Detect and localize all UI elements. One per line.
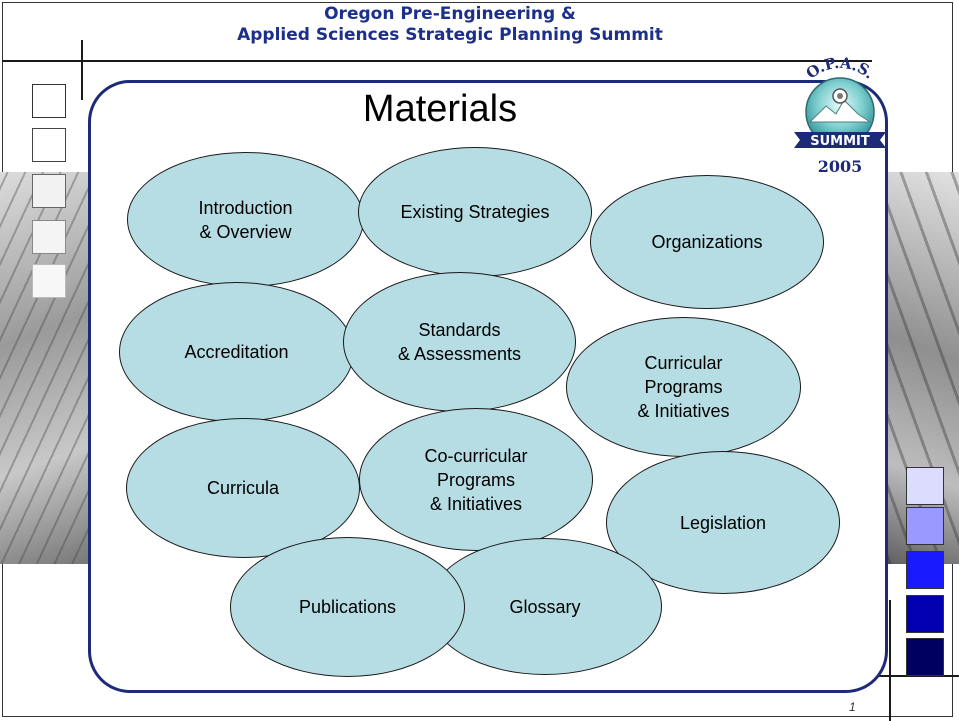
header-line-2: Applied Sciences Strategic Planning Summ… <box>237 25 663 45</box>
topic-co-curricular-programs[interactable]: Co-curricular Programs & Initiatives <box>359 408 593 551</box>
topic-existing-strategies[interactable]: Existing Strategies <box>358 147 592 277</box>
opas-summit-logo: O.P.A.S. SUMMIT 2005 <box>794 54 886 176</box>
color-swatch-2 <box>906 507 944 545</box>
logo-banner-text: SUMMIT <box>810 134 870 149</box>
logo-year: 2005 <box>818 157 863 176</box>
slide-title: Materials <box>362 88 518 130</box>
summit-header: Oregon Pre-Engineering & Applied Science… <box>170 4 730 46</box>
right-vertical-rule <box>889 600 891 721</box>
topic-introduction-overview[interactable]: Introduction & Overview <box>127 152 364 287</box>
topic-curricula[interactable]: Curricula <box>126 418 360 558</box>
topic-standards-assessments[interactable]: Standards & Assessments <box>343 272 576 412</box>
topic-glossary[interactable]: Glossary <box>428 538 662 675</box>
background-photo-right <box>878 172 959 564</box>
topic-organizations[interactable]: Organizations <box>590 175 824 309</box>
color-swatch-1 <box>906 467 944 505</box>
color-swatch-5 <box>906 638 944 676</box>
outline-square-5 <box>32 264 66 298</box>
outline-square-1 <box>32 84 66 118</box>
slide-number: 1 <box>849 700 856 714</box>
header-line-1: Oregon Pre-Engineering & <box>324 4 576 24</box>
outline-square-3 <box>32 174 66 208</box>
header-rule <box>2 60 872 62</box>
color-swatch-3 <box>906 551 944 589</box>
outline-square-4 <box>32 220 66 254</box>
left-vertical-rule <box>81 40 83 100</box>
topic-publications[interactable]: Publications <box>230 537 465 677</box>
color-swatch-4 <box>906 595 944 633</box>
topic-accreditation[interactable]: Accreditation <box>119 282 354 422</box>
outline-square-2 <box>32 128 66 162</box>
topic-curricular-programs[interactable]: Curricular Programs & Initiatives <box>566 317 801 457</box>
